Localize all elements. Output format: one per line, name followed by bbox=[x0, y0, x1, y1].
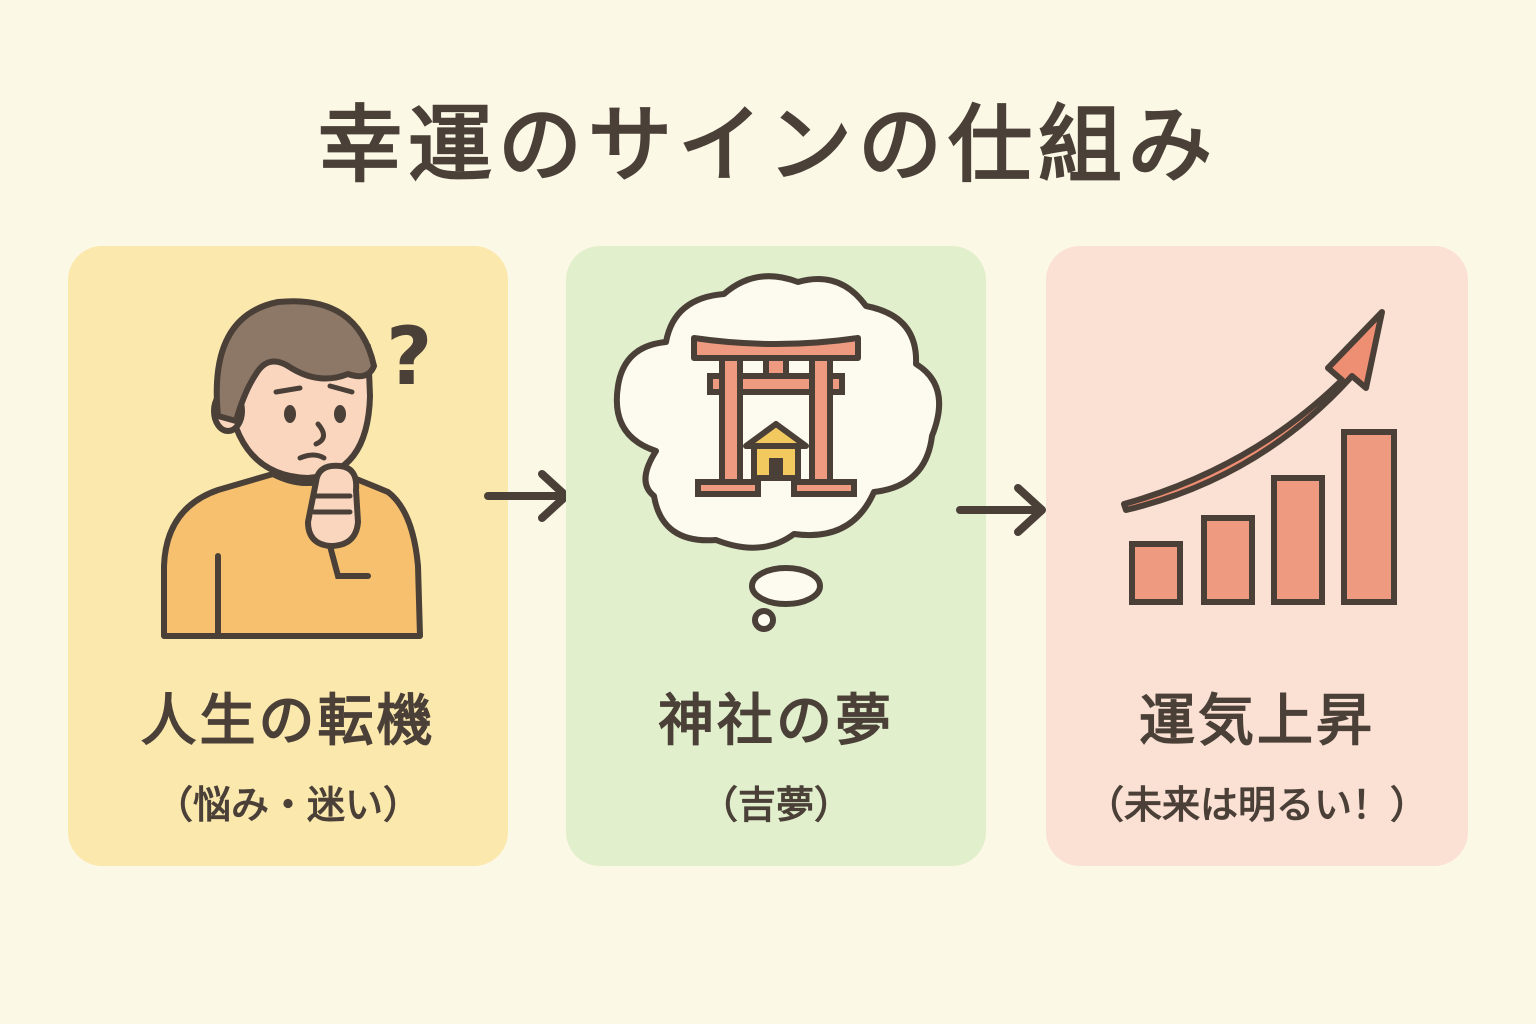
page-title: 幸運のサインの仕組み bbox=[317, 96, 1218, 194]
rising-chart-icon bbox=[1121, 309, 1397, 605]
step-card-luck-rising: 運気上昇 （未来は明るい！） bbox=[1046, 246, 1468, 866]
step-label: 人生の転機 bbox=[140, 689, 436, 754]
step-sub-label: （悩み・迷い） bbox=[154, 783, 421, 827]
step-sub-label: （未来は明るい！） bbox=[1085, 783, 1428, 827]
step-sub-label: （吉夢） bbox=[699, 783, 852, 827]
arrow-right-icon bbox=[956, 484, 1046, 536]
question-mark: ? bbox=[386, 310, 432, 403]
torii-dream-icon bbox=[613, 273, 943, 632]
thinking-person-icon: ? bbox=[161, 298, 432, 639]
step-label: 神社の夢 bbox=[658, 689, 894, 754]
step-card-life-turning-point: ? 人生の転機 （悩み・迷い） bbox=[68, 246, 508, 866]
step-label: 運気上昇 bbox=[1139, 689, 1375, 754]
arrow-right-icon bbox=[484, 470, 570, 522]
step-card-shrine-dream: 神社の夢 （吉夢） bbox=[566, 246, 986, 866]
